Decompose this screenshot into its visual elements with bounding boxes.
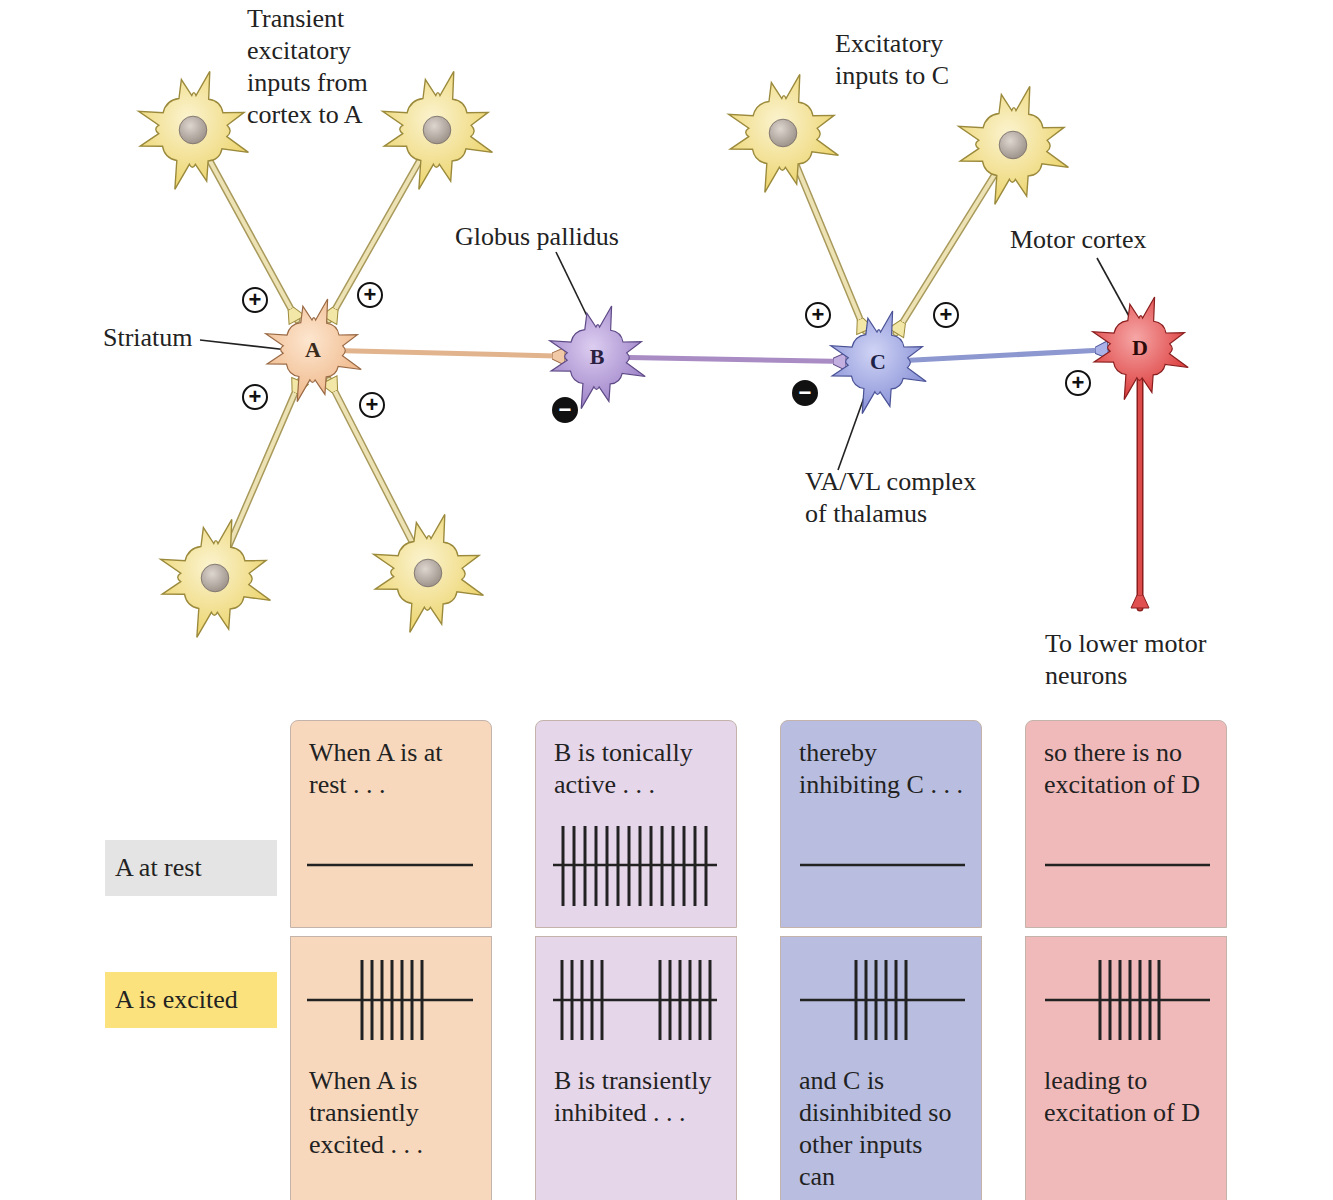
panel-text: and C is disinhibited so other inputs ca… (799, 1065, 965, 1193)
cortical-neuron (139, 71, 249, 189)
excitatory-sign: + (933, 302, 959, 328)
leader-line (200, 340, 288, 350)
output-label: To lower motor neurons (1045, 628, 1270, 692)
leader-line (556, 252, 588, 318)
neuron-letter: A (281, 318, 345, 382)
panel-text: B is tonically active . . . (554, 737, 720, 801)
inhibitory-sign: − (552, 397, 578, 423)
neuron-body (959, 86, 1069, 204)
neuron-letter: B (565, 325, 629, 389)
leader-line (838, 392, 866, 470)
excitatory-sign: + (242, 384, 268, 410)
cortical-neuron (729, 74, 839, 192)
axon-connector (910, 350, 1108, 361)
excitatory-sign: + (359, 392, 385, 418)
region-label: Globus pallidus (455, 221, 715, 253)
state-panel: When A is at rest . . . (290, 720, 492, 928)
inhibitory-sign: − (792, 380, 818, 406)
axon-outline (1137, 372, 1144, 608)
striatum-neuron: A (281, 318, 345, 382)
panel-text: When A is at rest . . . (309, 737, 475, 801)
panel-text: When A is transiently excited . . . (309, 1065, 475, 1161)
state-panel: so there is no excitation of D (1025, 720, 1227, 928)
neuron-letter: C (846, 330, 910, 394)
nucleus (201, 564, 229, 592)
panel-text: thereby inhibiting C . . . (799, 737, 965, 801)
axon-connector (345, 351, 565, 356)
input-caption: Excitatory inputs to C (835, 28, 1000, 92)
motor-axon (1138, 372, 1142, 608)
excitatory-sign: + (1065, 370, 1091, 396)
neuron-body (550, 306, 645, 409)
axon-connector (629, 358, 846, 362)
cortical-neuron (374, 514, 484, 632)
nucleus (414, 559, 442, 587)
leader-line (1097, 258, 1130, 318)
neuron-body (383, 71, 493, 189)
neuron-body (374, 514, 484, 632)
row-label-text: A at rest (115, 853, 202, 883)
cortical-axons (193, 130, 1140, 608)
neuron-body (266, 299, 361, 402)
nucleus (423, 116, 451, 144)
nucleus (999, 131, 1027, 159)
region-label: VA/VL complex of thalamus (805, 466, 1000, 530)
neuron-body (161, 519, 271, 637)
panel-text: leading to excitation of D (1044, 1065, 1210, 1129)
state-panel: B is transiently inhibited . . . (535, 936, 737, 1200)
neuron-letter: D (1108, 316, 1172, 380)
thalamus-neuron: C (846, 330, 910, 394)
excitatory-sign: + (357, 282, 383, 308)
pallidum-neuron: B (565, 325, 629, 389)
panel-text: so there is no excitation of D (1044, 737, 1210, 801)
cortical-neuron (161, 519, 271, 637)
region-label: Striatum (103, 322, 233, 354)
row-label-text: A is excited (115, 985, 238, 1015)
state-panel: and C is disinhibited so other inputs ca… (780, 936, 982, 1200)
neuron-body (831, 311, 926, 414)
excitatory-sign: + (242, 287, 268, 313)
cortex-neuron: D (1108, 316, 1172, 380)
state-panel: thereby inhibiting C . . . (780, 720, 982, 928)
cortical-neuron (383, 71, 493, 189)
leader-lines (200, 252, 1130, 470)
panel-text: B is transiently inhibited . . . (554, 1065, 720, 1129)
neuron-body (729, 74, 839, 192)
state-panel: B is tonically active . . . (535, 720, 737, 928)
row-label: A at rest (105, 840, 277, 896)
input-caption: Transient excitatory inputs from cortex … (247, 3, 412, 131)
state-panel: When A is transiently excited . . . (290, 936, 492, 1200)
nucleus (769, 119, 797, 147)
row-label: A is excited (105, 972, 277, 1028)
cortical-neuron (959, 86, 1069, 204)
region-label: Motor cortex (1010, 224, 1230, 256)
excitatory-sign: + (805, 302, 831, 328)
neuron-body (1093, 297, 1188, 400)
neuron-body (139, 71, 249, 189)
state-panel: leading to excitation of D (1025, 936, 1227, 1200)
nucleus (179, 116, 207, 144)
